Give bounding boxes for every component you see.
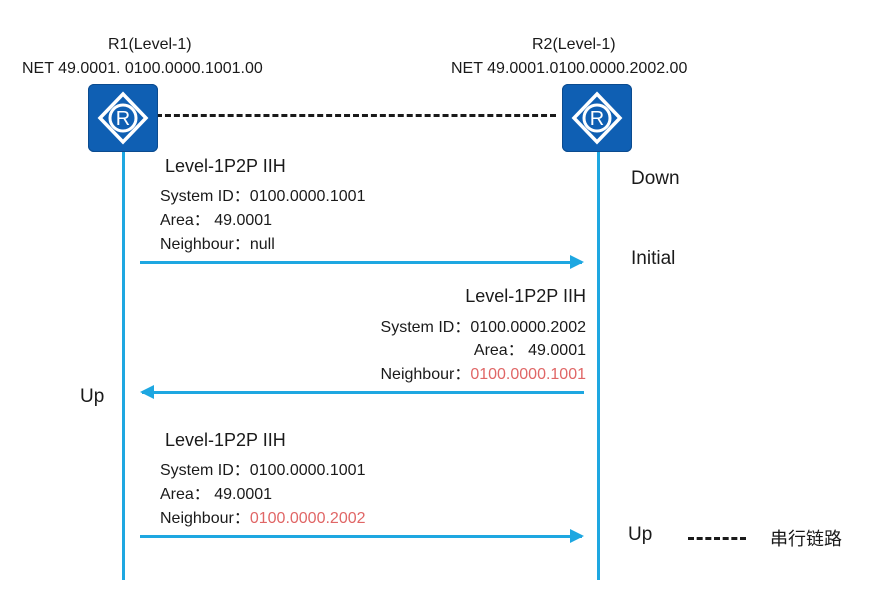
pdu2-title: Level-1P2P IIH [465, 286, 586, 306]
serial-link [156, 114, 556, 117]
pdu3-title: Level-1P2P IIH [165, 430, 286, 450]
r1-state-up: Up [80, 386, 105, 407]
r2-state-down: Down [631, 168, 680, 189]
pdu1-system-id: System ID：0100.0000.1001 [160, 188, 366, 205]
r1-net: NET 49.0001. 0100.0000.1001.00 [22, 60, 263, 77]
pdu3-neighbour-value: 0100.0000.2002 [249, 510, 366, 527]
r2-router-icon: R [562, 84, 632, 152]
pdu2-neighbour-label: Neighbour： [380, 366, 471, 383]
legend-dash-line [688, 537, 746, 540]
legend-label: 串行链路 [770, 529, 842, 549]
pdu1-arrow [140, 255, 584, 269]
pdu3-neighbour-label: Neighbour： [160, 510, 250, 527]
r1-router-icon: R [88, 84, 158, 152]
r2-timeline [597, 140, 600, 580]
pdu3-system-id: System ID：0100.0000.1001 [160, 462, 366, 479]
pdu2-arrow [140, 385, 584, 399]
pdu3-neighbour: Neighbour：0100.0000.2002 [160, 504, 366, 528]
r2-net: NET 49.0001.0100.0000.2002.00 [451, 60, 688, 77]
pdu1-area: Area： 49.0001 [160, 212, 273, 229]
pdu1-neighbour-label: Neighbour： [160, 236, 250, 253]
r1-timeline [122, 140, 125, 580]
r2-name: R2(Level-1) [532, 36, 616, 53]
pdu2-neighbour: Neighbour：0100.0000.1001 [380, 360, 586, 384]
pdu2-system-id: System ID：0100.0000.2002 [380, 319, 586, 336]
pdu1-neighbour: Neighbour：null [160, 230, 275, 254]
pdu1-neighbour-value: null [249, 236, 275, 253]
r2-state-up: Up [628, 524, 653, 545]
pdu3-area: Area： 49.0001 [160, 486, 273, 503]
r2-router-letter: R [590, 108, 604, 130]
pdu3-arrow [140, 529, 584, 543]
pdu2-area: Area： 49.0001 [473, 342, 586, 359]
r2-state-initial: Initial [631, 248, 676, 269]
pdu1-title: Level-1P2P IIH [165, 156, 286, 176]
pdu2-neighbour-value: 0100.0000.1001 [470, 366, 586, 383]
r1-name: R1(Level-1) [108, 36, 192, 53]
r1-router-letter: R [116, 108, 130, 130]
